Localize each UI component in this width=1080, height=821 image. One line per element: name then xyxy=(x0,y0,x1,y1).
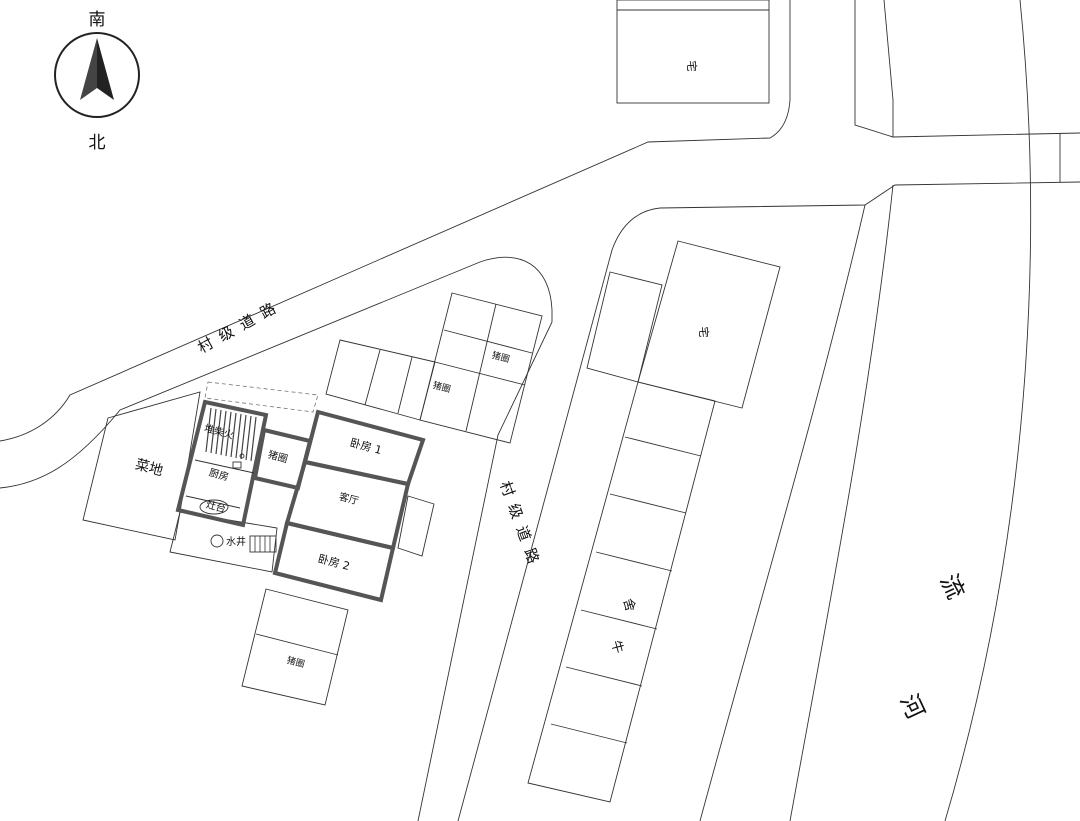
right-house-label: 宅 xyxy=(697,327,711,338)
tap-icon xyxy=(239,453,245,459)
top-house: 宅 xyxy=(616,0,770,104)
bedroom-2-label: 卧房 2 xyxy=(317,552,352,573)
diagonal-road-label: 村 级 道 路 xyxy=(195,298,281,357)
compass-south-label: 南 xyxy=(89,10,106,30)
living-room-label: 客厅 xyxy=(338,490,361,508)
vegetable-plot-outline xyxy=(82,391,201,541)
cattle-shed-label-2: 舍 xyxy=(619,597,637,613)
compass-ring xyxy=(54,32,140,118)
well-label: 水井 xyxy=(226,535,246,548)
homestead: 菜地 堆柴火 厨房 灶台 猪圈 卧房 1 xyxy=(82,381,435,603)
upper-pigpen-label-1: 猪圈 xyxy=(491,349,512,365)
stairs xyxy=(249,535,277,553)
porch-outline xyxy=(397,495,435,557)
cattle-shed-label-1: 牛 xyxy=(607,639,625,655)
upper-road-left-edge xyxy=(854,0,1080,138)
top-house-label: 宅 xyxy=(685,61,699,72)
river-west-bank xyxy=(699,204,866,821)
bedroom-2-walls xyxy=(272,520,396,603)
small-pigpen-label: 猪圈 xyxy=(267,449,289,466)
storage-hatching xyxy=(205,407,257,462)
living-room-walls xyxy=(284,459,411,551)
river-label-2: 河 xyxy=(894,690,930,724)
cattle-shed: 舍 牛 xyxy=(527,381,716,803)
compass-north-label: 北 xyxy=(89,133,106,153)
compass-needle-left xyxy=(80,38,97,100)
vertical-road-right-edge xyxy=(457,181,1080,821)
upper-pigpen-label-2: 猪圈 xyxy=(432,379,453,395)
right-house: 宅 xyxy=(586,240,781,409)
diagonal-road-lower-edge xyxy=(0,256,553,489)
compass-needle-right xyxy=(97,38,114,100)
lower-pigpen-label: 猪圈 xyxy=(286,654,307,670)
kitchen-block-walls xyxy=(175,399,269,528)
diagonal-road-upper-edge xyxy=(0,0,791,442)
compass: 南 北 xyxy=(54,10,140,153)
river-east-bank-2 xyxy=(944,0,1032,821)
vegetable-plot-label: 菜地 xyxy=(133,457,164,480)
bedroom-1-label: 卧房 1 xyxy=(349,436,384,457)
sink-icon xyxy=(232,461,242,469)
stove-outline xyxy=(199,499,229,515)
river-bank-top xyxy=(883,0,894,137)
vertical-road-left-edge xyxy=(417,321,553,821)
kitchen-label: 厨房 xyxy=(208,466,231,484)
vertical-road-label: 村 级 道 路 xyxy=(496,479,543,568)
well-icon xyxy=(210,534,224,548)
upper-pigpens: 猪圈 猪圈 xyxy=(325,292,543,444)
river-label-1: 流 xyxy=(934,570,970,604)
river-east-bank-1 xyxy=(789,184,894,821)
lower-pigpen: 猪圈 xyxy=(241,588,349,706)
